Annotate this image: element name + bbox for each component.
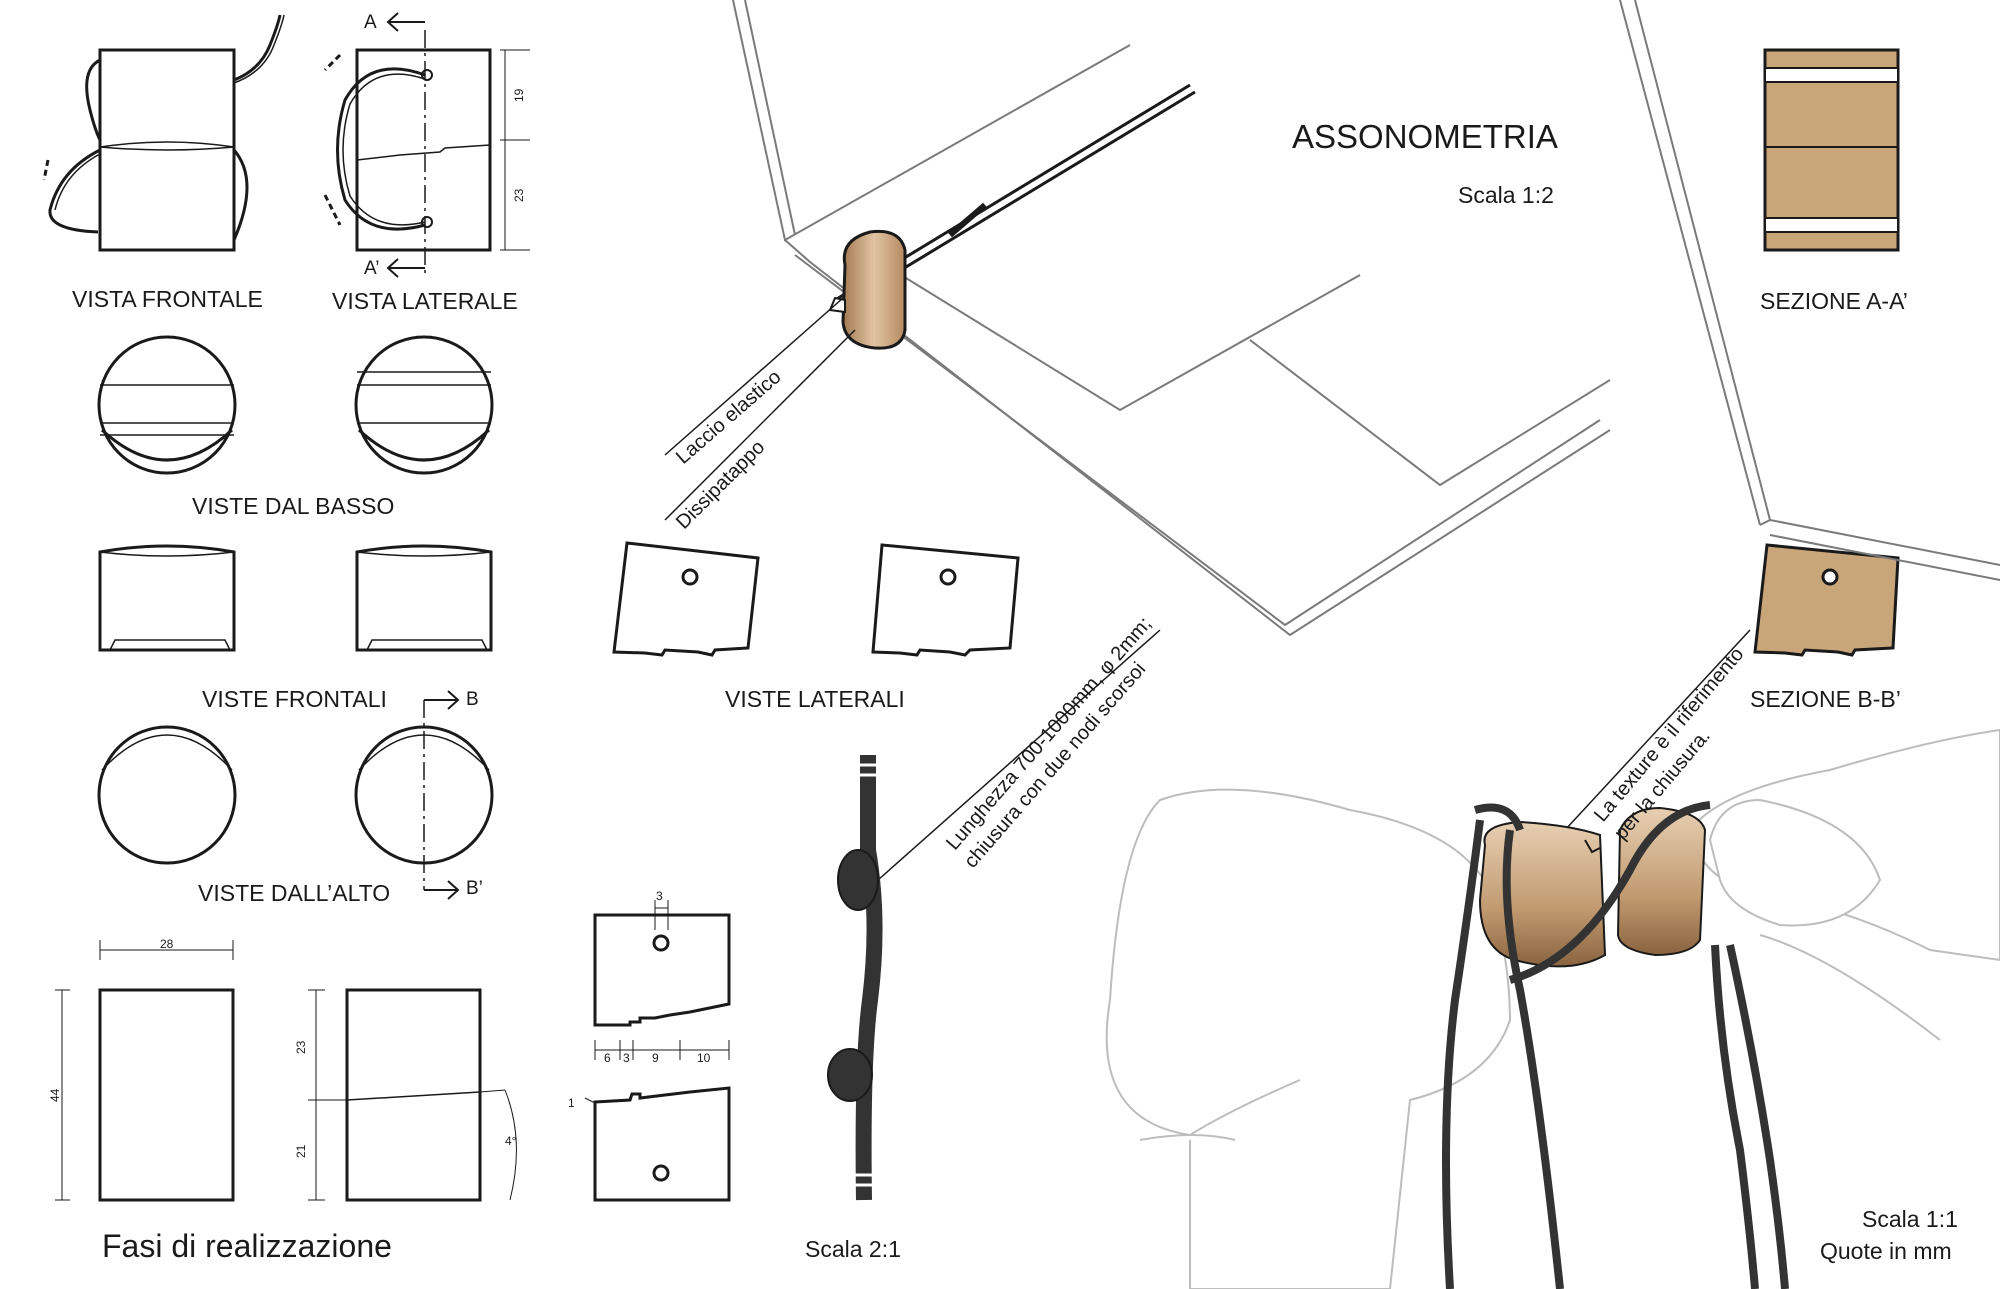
label-side-view: VISTA LATERALE bbox=[332, 288, 518, 314]
axonometric-stopper bbox=[828, 83, 1196, 350]
label-section-b: SEZIONE B-B’ bbox=[1750, 686, 1901, 712]
marker-a: A bbox=[364, 12, 377, 33]
cord-knots bbox=[827, 849, 879, 1102]
marker-a-prime: A’ bbox=[364, 258, 380, 279]
title-assonometria: ASSONOMETRIA bbox=[1292, 118, 1558, 155]
dim-side-top: 19 bbox=[512, 88, 526, 102]
dim-cut-bottom: 21 bbox=[294, 1144, 308, 1158]
dim-seg-2: 3 bbox=[623, 1051, 630, 1065]
dim-angle: 4° bbox=[505, 1134, 517, 1148]
dim-height: 44 bbox=[48, 1088, 62, 1102]
cord-marks bbox=[855, 763, 878, 1187]
section-a-view bbox=[1763, 48, 1900, 252]
dim-seg-3: 9 bbox=[652, 1051, 659, 1065]
label-lateral-views: VISTE LATERALI bbox=[725, 686, 905, 712]
dim-side-bottom: 23 bbox=[512, 188, 526, 202]
label-section-a: SEZIONE A-A’ bbox=[1760, 288, 1908, 314]
dim-seg-1: 6 bbox=[604, 1051, 611, 1065]
label-quote-mm: Quote in mm bbox=[1820, 1238, 1952, 1264]
held-cords bbox=[1442, 801, 1789, 1289]
marker-b: B bbox=[466, 689, 479, 710]
scale-1-2: Scala 1:2 bbox=[1458, 182, 1554, 208]
construction-phases bbox=[55, 940, 517, 1202]
label-fasi: Fasi di realizzazione bbox=[102, 1228, 392, 1264]
piece-details bbox=[593, 913, 731, 1202]
bottom-views bbox=[97, 335, 494, 475]
dim-seg-4: 10 bbox=[697, 1051, 711, 1065]
axonometric-book bbox=[732, 0, 2000, 637]
front-views bbox=[98, 544, 493, 652]
dim-cut-top: 23 bbox=[294, 1040, 308, 1054]
section-b-view bbox=[1753, 543, 1900, 657]
label-front-views: VISTE FRONTALI bbox=[202, 686, 387, 712]
label-bottom-views: VISTE DAL BASSO bbox=[192, 493, 395, 519]
label-front-view: VISTA FRONTALE bbox=[72, 286, 263, 312]
leader-lines bbox=[664, 297, 1751, 881]
dim-hole: 3 bbox=[656, 889, 663, 903]
scale-2-1: Scala 2:1 bbox=[805, 1236, 901, 1262]
piece-dimensions bbox=[584, 900, 730, 1104]
side-view bbox=[323, 12, 530, 278]
dim-width: 28 bbox=[160, 937, 174, 951]
dim-gap: 1 bbox=[568, 1096, 575, 1110]
hands-illustration bbox=[1105, 728, 2000, 1289]
top-views bbox=[97, 690, 494, 900]
label-top-views: VISTE DALL’ALTO bbox=[198, 880, 391, 906]
lateral-views bbox=[612, 541, 1020, 657]
front-view bbox=[42, 14, 285, 252]
cord-detail bbox=[855, 755, 883, 1201]
marker-b-prime: B’ bbox=[466, 878, 483, 899]
scale-1-1: Scala 1:1 bbox=[1862, 1206, 1958, 1232]
